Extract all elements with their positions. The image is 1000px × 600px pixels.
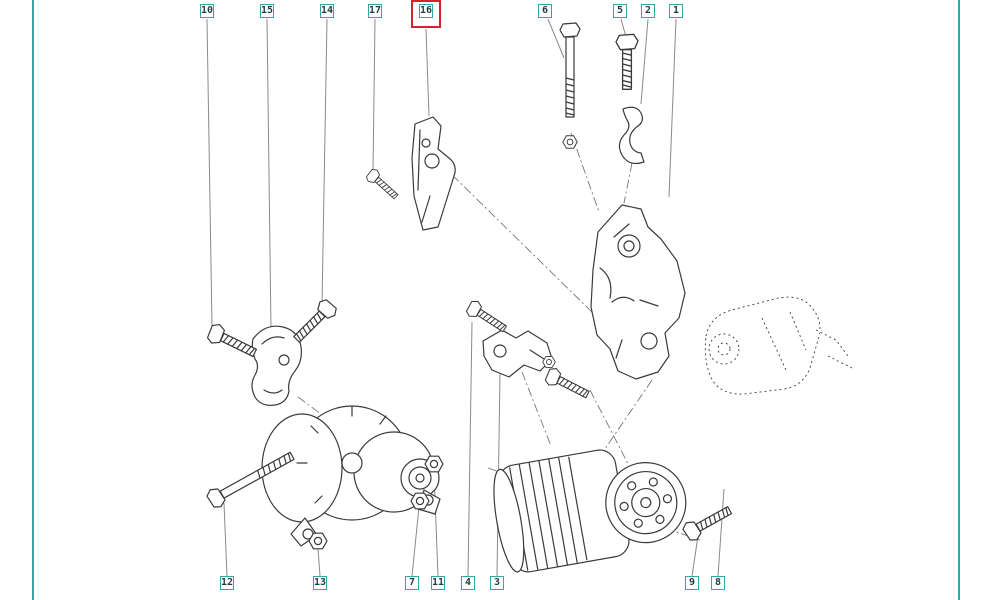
callout-2[interactable]: 2	[641, 4, 655, 18]
callout-14[interactable]: 14	[320, 4, 334, 18]
long-bolt-6	[559, 22, 581, 149]
nut-11	[424, 455, 444, 473]
nut-7	[410, 492, 430, 510]
retainer-clip	[618, 106, 645, 165]
bolt-9	[680, 500, 736, 544]
bolt-10	[204, 321, 260, 363]
callout-17[interactable]: 17	[368, 4, 382, 18]
callout-4[interactable]: 4	[461, 576, 475, 590]
clamp-bracket	[251, 325, 302, 406]
highlight-box-16	[411, 0, 441, 28]
callout-1[interactable]: 1	[669, 4, 683, 18]
callout-15[interactable]: 15	[260, 4, 274, 18]
nut-13	[308, 532, 328, 550]
callout-7[interactable]: 7	[405, 576, 419, 590]
bolt-17	[364, 166, 402, 203]
callout-13[interactable]: 13	[313, 576, 327, 590]
support-bracket	[482, 329, 556, 378]
mounting-bracket	[590, 204, 686, 380]
page-frame	[32, 0, 960, 600]
bolt-4	[463, 298, 510, 337]
tensioner-bracket	[411, 116, 456, 231]
callout-16[interactable]: 16	[419, 4, 433, 18]
callout-12[interactable]: 12	[220, 576, 234, 590]
bolt-14	[288, 296, 340, 348]
engine-reference	[704, 296, 853, 395]
callout-10[interactable]: 10	[200, 4, 214, 18]
bolt-8	[542, 365, 593, 404]
callout-8[interactable]: 8	[711, 576, 725, 590]
ac-compressor	[493, 449, 687, 573]
callout-9[interactable]: 9	[685, 576, 699, 590]
callout-3[interactable]: 3	[490, 576, 504, 590]
callout-6[interactable]: 6	[538, 4, 552, 18]
bolt-5	[615, 33, 639, 90]
callout-11[interactable]: 11	[431, 576, 445, 590]
alternator	[261, 405, 441, 547]
callout-5[interactable]: 5	[613, 4, 627, 18]
